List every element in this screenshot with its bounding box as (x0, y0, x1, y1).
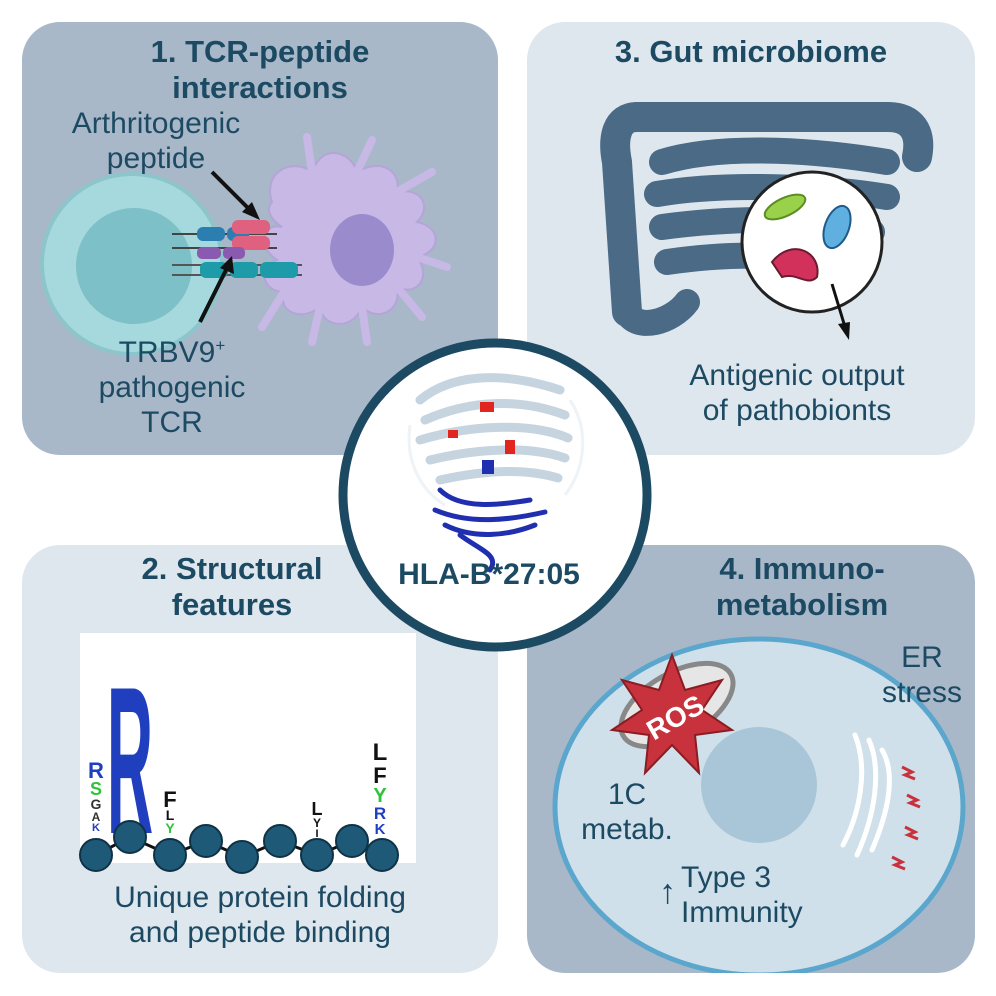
logo-letter: F (373, 763, 386, 788)
logo-letter: R (88, 758, 104, 783)
logo-letter: Y (313, 816, 321, 830)
logo-letter: Y (373, 785, 387, 807)
gut-caption-line2: of pathobionts (702, 394, 892, 427)
peptide-chain (79, 820, 399, 874)
logo-letter: L (166, 807, 175, 823)
panel2-title-line1: 2. Structural (141, 551, 323, 586)
logo-letter: K (92, 822, 100, 834)
stress-icon (891, 765, 921, 871)
peptide-label: Arthritogenic peptide (36, 106, 276, 176)
bacteria-icon (740, 170, 884, 314)
panel1-title-line1: 1. TCR-peptide (150, 34, 370, 69)
tcr-mhc-complex-icon (172, 220, 302, 278)
er-icon (840, 732, 892, 858)
one-carbon-line1: 1C (607, 778, 647, 811)
tcr-illustration (40, 133, 451, 356)
tcr-label-line2: pathogenic (98, 371, 246, 404)
gut-caption: Antigenic output of pathobionts (627, 358, 967, 428)
er-stress-line1: ER (901, 641, 943, 674)
panel1-title-line2: interactions (172, 70, 348, 105)
nucleus (701, 727, 817, 843)
logo-letter: Y (165, 820, 175, 836)
logo-letter: L (373, 739, 388, 766)
one-carbon-label: 1C metab. (562, 777, 692, 847)
panel1-title: 1. TCR-peptide interactions (22, 34, 498, 106)
gut-caption-line1: Antigenic output (689, 359, 905, 392)
panel-tcr-peptide: 1. TCR-peptide interactions (22, 22, 498, 455)
hla-label: HLA-B*27:05 (398, 558, 580, 591)
logo-letter: L (312, 799, 323, 819)
structure-caption-line2: and peptide binding (129, 916, 391, 949)
panel2-title-line2: features (171, 587, 293, 622)
logo-letter: S (90, 779, 102, 799)
tcr-name: TRBV9 (118, 336, 216, 369)
logo-letter: I (315, 828, 318, 840)
logo-letter: F (163, 787, 176, 812)
gut-illustration (600, 102, 934, 340)
panel3-title: 3. Gut microbiome (614, 34, 888, 69)
peptide-label-line2: peptide (106, 142, 206, 175)
tcr-label-line3: TCR (141, 406, 203, 439)
panel2-title: 2. Structural features (82, 551, 382, 623)
cell-illustration: ROS (552, 636, 966, 973)
logo-letter: A (92, 810, 101, 824)
panel-immunometabolism: 4. Immuno- metabolism ROS ER stress 1C m… (527, 545, 975, 973)
structure-caption-line1: Unique protein folding (114, 881, 406, 914)
peptide-label-line1: Arthritogenic (71, 107, 241, 140)
arrow-icon (830, 283, 850, 340)
ros-star-icon (609, 652, 735, 776)
tcr-label: TRBV9+ pathogenic TCR (62, 328, 282, 440)
one-carbon-line2: metab. (581, 813, 673, 846)
arrow-icon (198, 170, 260, 323)
panel4-title-line1: 4. Immuno- (719, 551, 885, 586)
logo-letter: R (374, 804, 386, 823)
er-stress-label: ER stress (872, 640, 972, 710)
type3-line1: Type 3 (681, 861, 772, 894)
dendritic-cell-icon (258, 133, 451, 346)
logo-letter: K (375, 821, 386, 838)
sequence-logo: R S G A K R F L Y L Y I L F Y R K (79, 633, 416, 878)
hla-center-circle (338, 338, 652, 652)
up-arrow-icon: ↑ (659, 873, 676, 911)
structure-caption: Unique protein folding and peptide bindi… (22, 880, 498, 950)
tcr-label-line1: TRBV9+ (62, 328, 282, 370)
logo-letter: G (91, 796, 102, 812)
er-stress-line2: stress (881, 676, 962, 709)
panel4-title-line2: metabolism (715, 587, 889, 622)
type3-line2: Immunity (681, 896, 803, 929)
protein-structure-icon (407, 373, 585, 573)
type3-immunity-label: ↑ Type 3 Immunity (659, 860, 859, 930)
tcr-superscript: + (215, 336, 226, 355)
panel4-title: 4. Immuno- metabolism (647, 551, 957, 623)
